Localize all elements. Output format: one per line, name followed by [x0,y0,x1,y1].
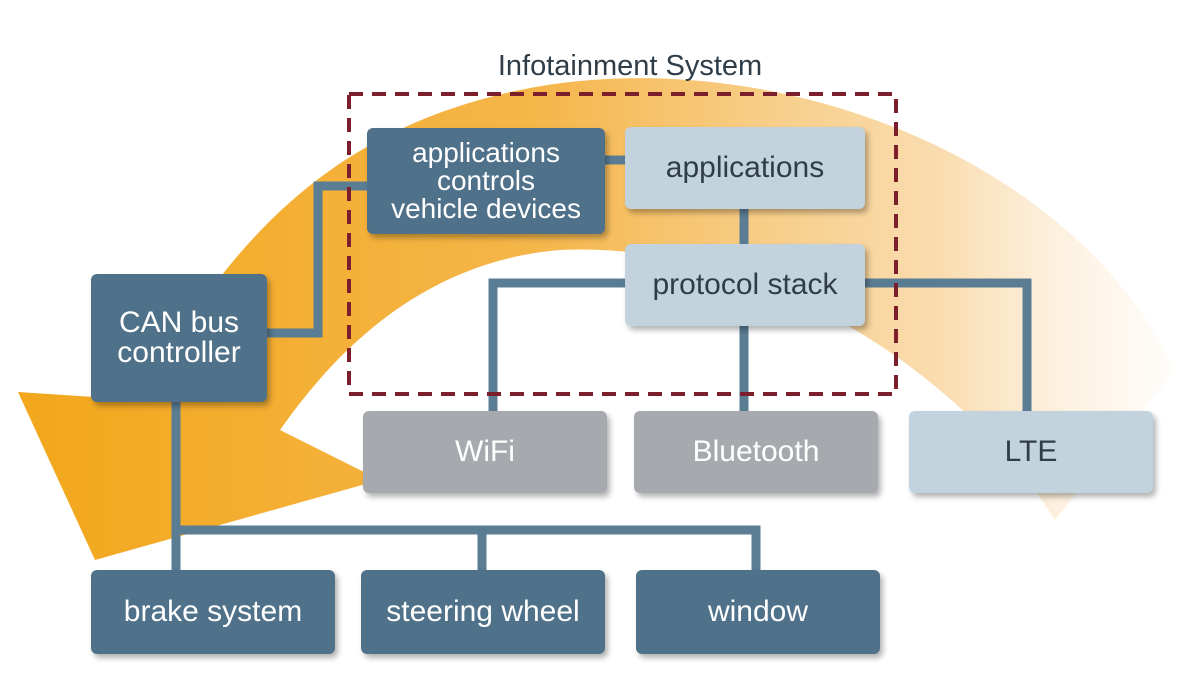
app-controls-line-3: vehicle devices [391,193,581,224]
brake-system-node: brake system [91,570,335,654]
infotainment-boundary [347,92,898,396]
connector-bus-horizontal [176,525,761,572]
connector-can-to-controls [266,181,368,338]
window-node: window [636,570,880,654]
connector-stack-to-wifi [488,278,627,413]
wifi-node: WiFi [363,411,607,493]
connectors [171,155,1032,572]
bluetooth-node: Bluetooth [634,411,878,493]
lte-node: LTE [909,411,1153,493]
can-bus-line-1: CAN bus [118,306,240,339]
app-controls-line-2: controls [436,165,536,196]
app-controls-node: applications controls vehicle devices [367,128,605,234]
infotainment-title: Infotainment System [497,50,763,82]
connector-stack-to-lte [864,278,1032,413]
flow-arrow [18,78,1175,560]
can-bus-controller-node: CAN bus controller [91,274,267,402]
applications-node: applications [625,127,865,209]
can-bus-line-2: controller [117,336,241,369]
app-controls-line-1: applications [412,137,560,168]
protocol-stack-node: protocol stack [625,244,865,326]
steering-wheel-node: steering wheel [361,570,605,654]
